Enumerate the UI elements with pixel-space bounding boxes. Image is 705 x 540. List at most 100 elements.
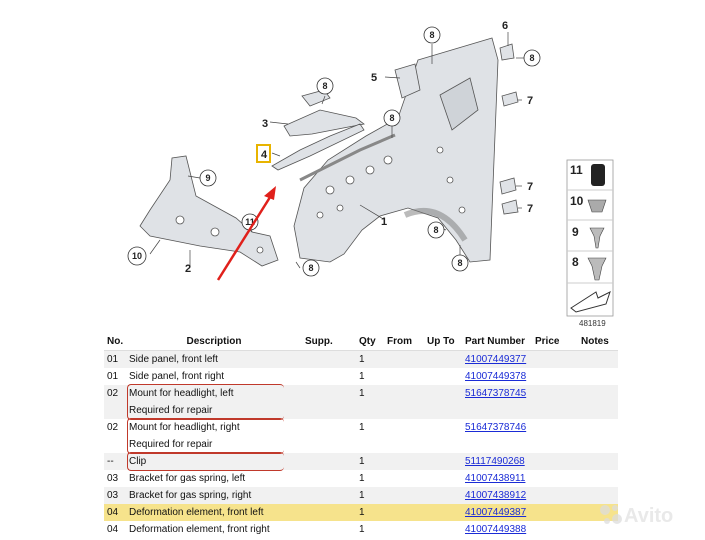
- row-from: [384, 453, 424, 470]
- row-qty: 1: [356, 470, 384, 487]
- row-supp: [302, 368, 356, 385]
- table-row[interactable]: 04 Deformation element, front right 1 41…: [104, 521, 618, 538]
- row-price: [532, 487, 578, 504]
- row-no: 04: [104, 521, 126, 538]
- part-number-link[interactable]: 41007449388: [465, 524, 527, 535]
- row-no: 02: [104, 419, 126, 453]
- row-notes: [578, 470, 618, 487]
- row-from: [384, 521, 424, 538]
- callout-5: 5: [371, 72, 377, 84]
- row-price: [532, 521, 578, 538]
- row-upto: [424, 419, 462, 453]
- part-number-link[interactable]: 51647378746: [465, 422, 527, 433]
- row-no: --: [104, 453, 126, 470]
- row-description: Mount for headlight, right Required for …: [126, 419, 302, 453]
- watermark-text: Avito: [624, 505, 673, 527]
- table-row[interactable]: 01 Side panel, front right 1 41007449378: [104, 368, 618, 385]
- legend-11: 11: [570, 163, 583, 177]
- clip-icon: [591, 164, 605, 186]
- callout-8d: 8: [389, 113, 394, 123]
- bolt-icon: [587, 257, 607, 281]
- row-supp: [302, 487, 356, 504]
- row-price: [532, 453, 578, 470]
- row-price: [532, 504, 578, 521]
- row-no: 01: [104, 368, 126, 385]
- table-header-row: No. Description Supp. Qty From Up To Par…: [104, 333, 618, 351]
- reference-number: 481819: [579, 319, 606, 328]
- row-qty: 1: [356, 385, 384, 419]
- col-from: From: [384, 333, 424, 351]
- part-number-link[interactable]: 41007449378: [465, 371, 527, 382]
- callout-8a: 8: [429, 30, 434, 40]
- row-from: [384, 470, 424, 487]
- part-number-link[interactable]: 41007438911: [465, 473, 526, 484]
- callout-9: 9: [205, 173, 210, 183]
- row-upto: [424, 453, 462, 470]
- row-from: [384, 419, 424, 453]
- view-arrow-icon: [570, 291, 611, 313]
- callout-8e: 8: [433, 225, 438, 235]
- row-qty: 1: [356, 453, 384, 470]
- col-no: No.: [104, 333, 126, 351]
- table-row[interactable]: 03 Bracket for gas spring, left 1 410074…: [104, 470, 618, 487]
- callout-4: 4: [261, 149, 268, 161]
- row-from: [384, 487, 424, 504]
- row-description: Bracket for gas spring, right: [126, 487, 302, 504]
- part-number-link[interactable]: 41007449377: [465, 354, 527, 365]
- row-upto: [424, 521, 462, 538]
- col-qty: Qty: [356, 333, 384, 351]
- part-number-link[interactable]: 41007449387: [465, 507, 527, 518]
- row-description: Mount for headlight, left Required for r…: [126, 385, 302, 419]
- row-description: Side panel, front right: [126, 368, 302, 385]
- callout-3: 3: [262, 118, 268, 130]
- col-part-number: Part Number: [462, 333, 532, 351]
- row-description: Deformation element, front right: [126, 521, 302, 538]
- col-price: Price: [532, 333, 578, 351]
- row-from: [384, 385, 424, 419]
- row-qty: 1: [356, 487, 384, 504]
- row-upto: [424, 385, 462, 419]
- callout-6: 6: [502, 20, 508, 32]
- callout-7a: 7: [527, 95, 533, 107]
- row-upto: [424, 487, 462, 504]
- row-notes: [578, 368, 618, 385]
- table-row-highlighted[interactable]: 04 Deformation element, front left 1 410…: [104, 504, 618, 521]
- callout-8f: 8: [457, 258, 462, 268]
- col-notes: Notes: [578, 333, 618, 351]
- row-notes: [578, 350, 618, 368]
- fender-panel-drawing: [293, 37, 499, 263]
- callout-2: 2: [185, 263, 191, 275]
- row-upto: [424, 350, 462, 368]
- part-number-link[interactable]: 51117490268: [465, 456, 525, 467]
- callout-1: 1: [381, 216, 387, 228]
- col-supp: Supp.: [302, 333, 356, 351]
- table-row[interactable]: -- Clip 1 51117490268: [104, 453, 618, 470]
- table-row[interactable]: 01 Side panel, front left 1 41007449377: [104, 350, 618, 368]
- row-qty: 1: [356, 350, 384, 368]
- row-from: [384, 504, 424, 521]
- callout-7b: 7: [527, 181, 533, 193]
- table-row[interactable]: 02 Mount for headlight, right Required f…: [104, 419, 618, 453]
- table-row[interactable]: 03 Bracket for gas spring, right 1 41007…: [104, 487, 618, 504]
- row-description-main: Mount for headlight, left: [129, 388, 234, 399]
- row-description: Bracket for gas spring, left: [126, 470, 302, 487]
- fastener-legend: 11 10 9 8: [566, 159, 614, 317]
- row-description-note: Required for repair: [129, 405, 213, 416]
- parts-diagram: 8 8 8 8 9 11 8 8 8 10 6 5 7 3 4 7 7 1 2 …: [127, 20, 614, 328]
- highlight-box: [256, 144, 271, 163]
- row-no: 04: [104, 504, 126, 521]
- part-number-link[interactable]: 41007438912: [465, 490, 527, 501]
- legend-10: 10: [570, 194, 584, 208]
- row-price: [532, 368, 578, 385]
- legend-8: 8: [572, 255, 579, 269]
- row-qty: 1: [356, 504, 384, 521]
- table-row[interactable]: 02 Mount for headlight, left Required fo…: [104, 385, 618, 419]
- row-qty: 1: [356, 521, 384, 538]
- part-number-link[interactable]: 51647378745: [465, 388, 527, 399]
- row-price: [532, 385, 578, 419]
- row-supp: [302, 350, 356, 368]
- row-qty: 1: [356, 419, 384, 453]
- bracket-parts-drawing: [271, 43, 519, 215]
- row-price: [532, 419, 578, 453]
- callout-8g: 8: [308, 263, 313, 273]
